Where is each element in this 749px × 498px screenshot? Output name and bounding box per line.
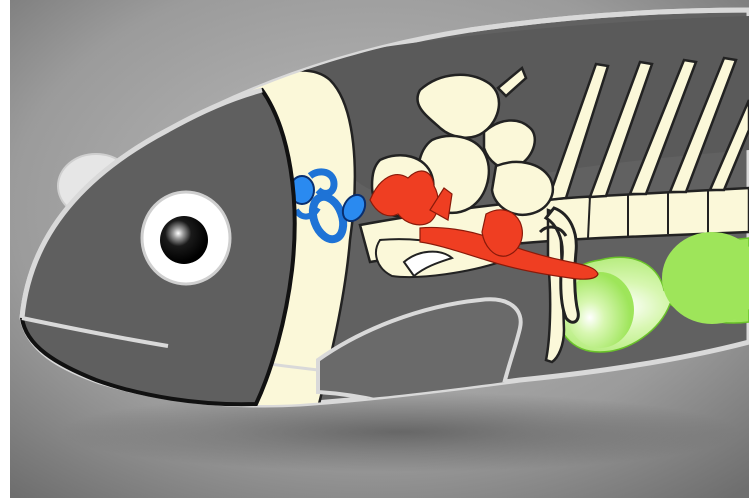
eye <box>142 192 230 284</box>
fish-shadow <box>60 392 740 472</box>
pupil <box>160 216 208 264</box>
left-margin <box>0 0 10 498</box>
